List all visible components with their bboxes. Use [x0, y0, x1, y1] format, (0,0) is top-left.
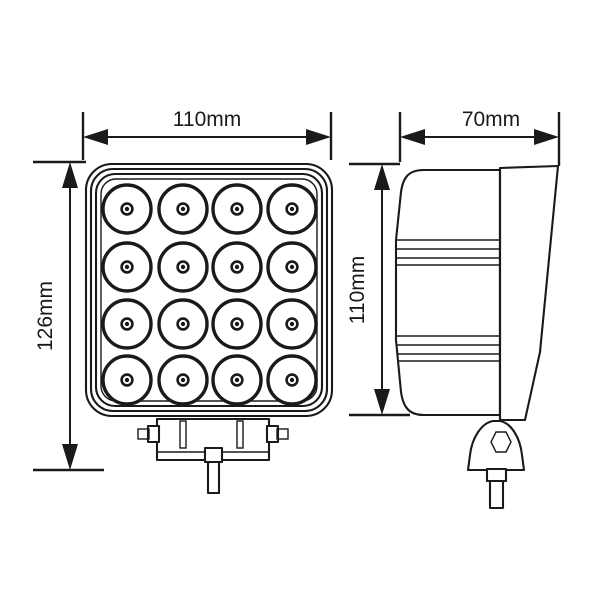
led-module: [266, 183, 318, 235]
side-view: [394, 164, 560, 510]
led-module: [266, 298, 318, 350]
dimension-height-126mm: 126mm: [33, 160, 104, 472]
led-module: [101, 241, 153, 293]
hex-nut-icon: [490, 431, 512, 453]
arrow-left-icon: [83, 129, 108, 145]
arrow-up-icon: [62, 162, 78, 188]
arrow-down-icon: [374, 389, 390, 415]
led-module: [101, 183, 153, 235]
housing-lens-frame: [100, 178, 318, 402]
arrow-up-icon: [374, 164, 390, 190]
led-module: [211, 354, 263, 406]
led-module: [157, 241, 209, 293]
dimension-label-width: 110mm: [173, 108, 241, 131]
arrow-right-icon: [534, 129, 559, 145]
front-view: [84, 162, 334, 495]
led-grid: [101, 183, 318, 406]
dimension-label-body-height: 110mm: [346, 256, 369, 324]
dimension-label-height: 126mm: [34, 281, 57, 351]
arrow-right-icon: [306, 129, 331, 145]
side-mounting-bracket: [466, 419, 526, 510]
stud-nut: [203, 446, 224, 464]
bracket-swivel-body: [466, 419, 526, 472]
led-module: [157, 354, 209, 406]
stud-shaft: [488, 479, 505, 510]
led-module: [211, 241, 263, 293]
bracket-bolt-shaft-left: [137, 428, 150, 440]
bracket-bolt-shaft-right: [276, 428, 289, 440]
bracket-slot: [236, 420, 244, 449]
dimension-depth-70mm: 70mm: [398, 108, 561, 166]
front-mounting-bracket: [137, 417, 289, 495]
dimension-label-depth: 70mm: [462, 108, 520, 131]
led-module: [266, 354, 318, 406]
rib-band-lower: [397, 335, 500, 362]
led-module: [157, 183, 209, 235]
led-module: [101, 298, 153, 350]
stud-shaft: [206, 460, 221, 495]
arrow-left-icon: [400, 129, 425, 145]
led-module: [211, 183, 263, 235]
arrow-down-icon: [62, 444, 78, 470]
stud-nut: [485, 467, 508, 483]
side-lens-bezel: [498, 164, 560, 422]
rib-band-upper: [397, 239, 500, 266]
bracket-slot: [179, 420, 187, 449]
side-housing-body: [394, 168, 502, 417]
led-module: [266, 241, 318, 293]
led-module: [157, 298, 209, 350]
led-module: [211, 298, 263, 350]
dimension-body-height-110mm: 110mm: [346, 162, 410, 417]
led-module: [101, 354, 153, 406]
bracket-bolt-head-right: [265, 424, 280, 444]
dimension-width-110mm: 110mm: [81, 108, 333, 160]
housing-outline-inner: [94, 172, 324, 408]
bracket-bolt-head-left: [146, 424, 161, 444]
